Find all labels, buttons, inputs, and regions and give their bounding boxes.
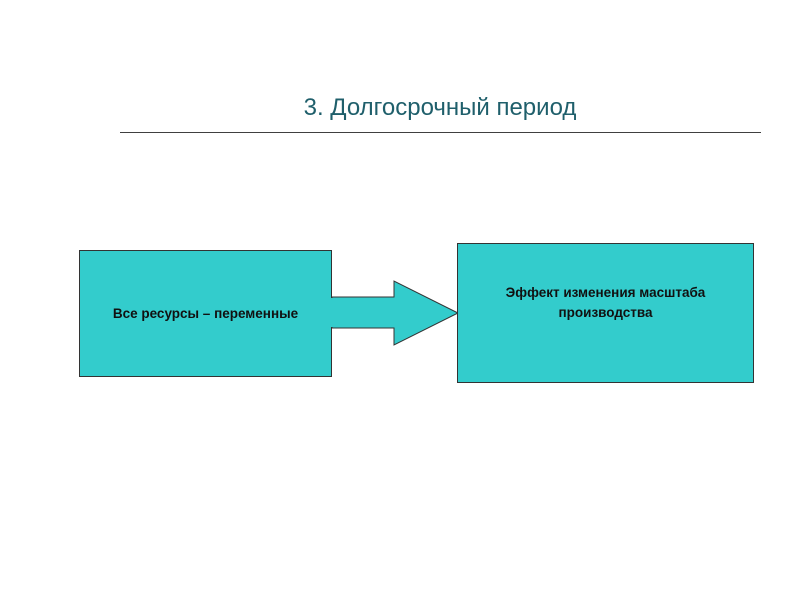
right-arrow-icon xyxy=(331,280,460,346)
slide-title: 3. Долгосрочный период xyxy=(303,94,577,121)
scale-effect-label: Эффект изменения масштаба производства xyxy=(505,285,706,320)
resources-variable-box: Все ресурсы – переменные xyxy=(79,250,332,377)
scale-effect-box: Эффект изменения масштаба производства xyxy=(457,243,754,383)
resources-variable-label: Все ресурсы – переменные xyxy=(112,305,299,321)
title-divider xyxy=(120,132,761,133)
